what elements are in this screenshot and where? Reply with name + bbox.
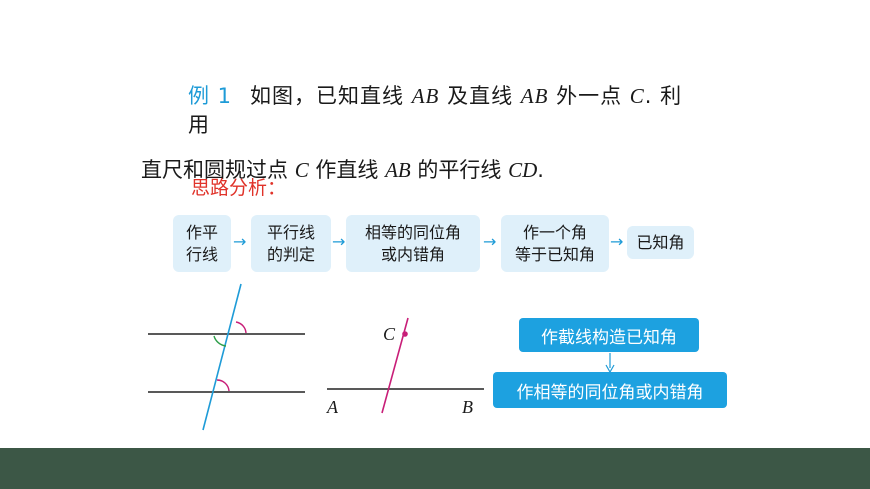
flow-text: 的判定 (266, 244, 315, 264)
point-c (402, 331, 408, 337)
math-c: C (629, 84, 645, 108)
flow-arrow-icon: → (233, 232, 247, 251)
flow-text: 作平 (185, 222, 218, 242)
angle-arc-green (213, 335, 227, 347)
flow-text: 等于已知角 (514, 244, 595, 264)
math-cd: CD (508, 158, 538, 182)
math-ab: AB (520, 84, 549, 108)
flow-box-parallel-criteria: 平行线的判定 (251, 215, 331, 272)
angle-arc-top (235, 321, 247, 334)
flow-text: 已知角 (636, 232, 685, 252)
step-box-equal-angle: 作相等的同位角或内错角 (493, 372, 727, 408)
problem-text: 及直线 (439, 84, 521, 108)
footer-bar (0, 448, 870, 489)
label-a: A (327, 397, 338, 417)
problem-statement-line2: 用 (188, 113, 209, 137)
analysis-title: 思路分析： (191, 177, 287, 199)
problem-text: 直尺和圆规过点 (141, 158, 295, 182)
flow-arrow-icon: → (610, 232, 624, 251)
flow-text: 平行线 (266, 222, 315, 242)
flow-box-copy-angle: 作一个角等于已知角 (501, 215, 609, 272)
transversal-line (202, 283, 242, 431)
example-label: 例 1 (188, 84, 233, 108)
label-b: B (462, 397, 473, 417)
problem-text: 的平行线 (410, 158, 509, 182)
math-ab: AB (411, 84, 440, 108)
flow-box-parallel-line: 作平行线 (173, 215, 231, 272)
flow-text: 相等的同位角 (364, 222, 461, 242)
problem-text: 作直线 (308, 158, 386, 182)
math-c: C (294, 158, 309, 182)
flow-box-known-angle: 已知角 (627, 226, 694, 259)
problem-statement-line1: 例 1 如图，已知直线 AB 及直线 AB 外一点 C. 利 (188, 80, 682, 110)
problem-text: . 利 (644, 84, 683, 108)
angle-arc-bottom (216, 379, 230, 392)
flow-text: 行线 (185, 244, 218, 264)
flow-arrow-icon: → (483, 232, 497, 251)
step-box-construct-angle: 作截线构造已知角 (519, 318, 699, 352)
flow-box-equal-angles: 相等的同位角或内错角 (346, 215, 480, 272)
flow-arrow-icon: → (332, 232, 346, 251)
math-ab: AB (385, 158, 411, 182)
flow-text: 或内错角 (380, 244, 445, 264)
problem-text: . (537, 158, 544, 182)
problem-text: 外一点 (548, 84, 630, 108)
flow-text: 作一个角 (522, 222, 587, 242)
problem-text: 如图，已知直线 (250, 84, 412, 108)
problem-statement-line3: 直尺和圆规过点 C 作直线 AB 的平行线 CD. (141, 154, 544, 184)
label-c: C (383, 324, 396, 344)
